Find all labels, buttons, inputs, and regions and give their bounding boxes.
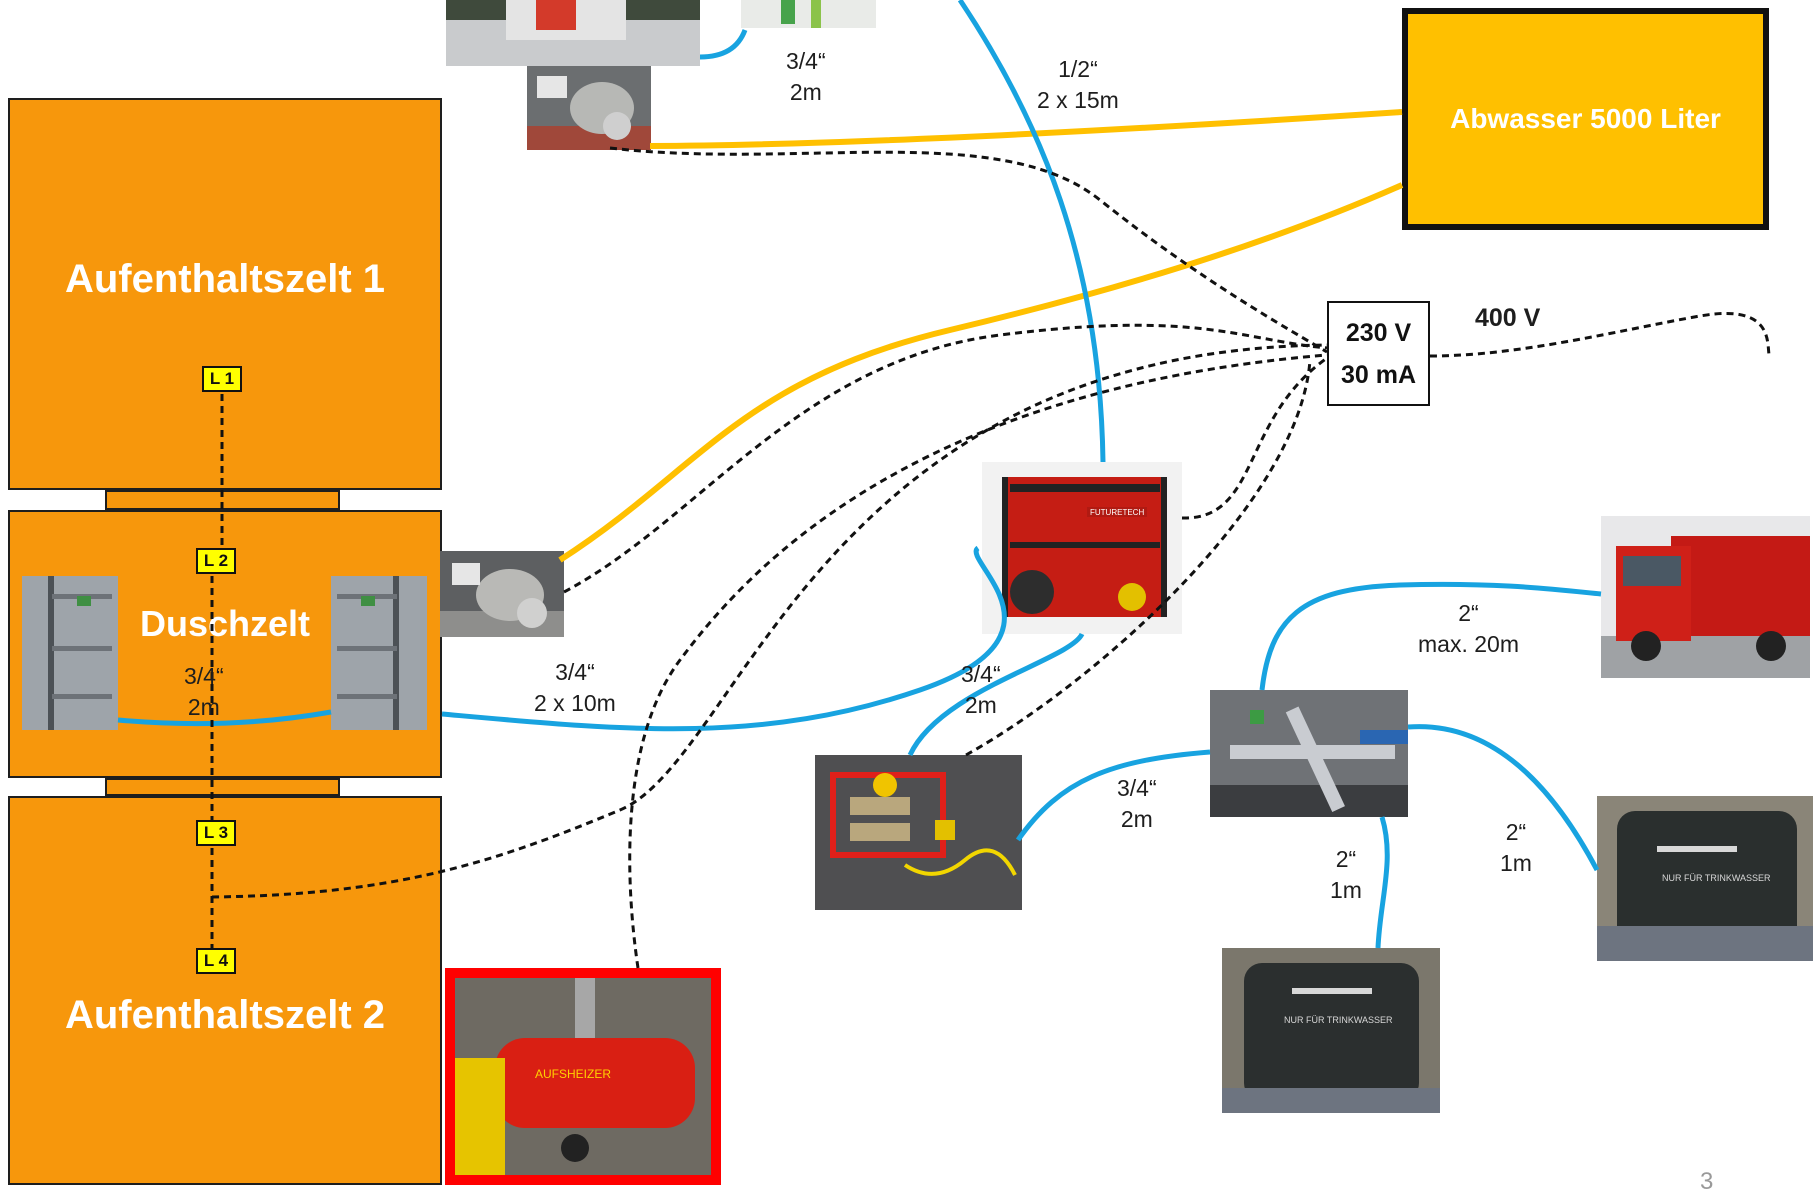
generator-photo: FUTURETECH [982, 462, 1182, 634]
shower-tent-title: Duschzelt [139, 603, 311, 644]
pump-photo-shower [440, 551, 564, 637]
fire-truck-photo [1601, 516, 1810, 678]
water-tank-photo-right: NUR FÜR TRINKWASSER [1597, 796, 1813, 961]
cable-400v [1429, 312, 1772, 359]
pump-unit-photo [815, 755, 1022, 910]
lamp-l2: L 2 [196, 548, 236, 574]
main-power-label: 400 V [1475, 304, 1541, 332]
shower-panel-right [331, 576, 427, 730]
rcd-distribution-box: 230 V 30 mA [1327, 301, 1430, 406]
hose-label-supply-top: 1/2“ 2 x 15m [1037, 56, 1119, 113]
generator-brand: FUTURETECH [1090, 508, 1144, 517]
lamp-l3: L 3 [196, 820, 236, 846]
hose-supply-top [957, 0, 1106, 463]
page-number: 3 [1700, 1168, 1714, 1195]
shower-tray-photo [446, 0, 700, 66]
tent-2-title: Aufenthaltszelt 2 [64, 993, 386, 1037]
shower-panel-left [22, 576, 118, 730]
cable-heater [628, 353, 1328, 969]
hose-generator-pump [907, 632, 1085, 757]
water-tank-photo-bottom: NUR FÜR TRINKWASSER [1222, 948, 1440, 1113]
cable-generator [1181, 356, 1328, 520]
hose-faucet [699, 29, 748, 60]
manifold-photo [1210, 690, 1408, 817]
hose-label-shower-supply: 3/4“ 2 x 10m [534, 659, 616, 716]
hose-shower-supply [441, 545, 1007, 732]
hose-tank-bottom [1375, 816, 1390, 949]
heater-brand: AUFSHEIZER [535, 1067, 611, 1081]
rcd-voltage: 230 V [1345, 318, 1412, 347]
pump-photo-top [527, 66, 651, 150]
cable-pump-top [609, 146, 1328, 354]
lamp-l1: L 1 [202, 366, 242, 392]
tank-right-text: NUR FÜR TRINKWASSER [1662, 873, 1771, 883]
wastewater-label: Abwasser 5000 Liter [1450, 103, 1721, 134]
hose-label-top-short: 3/4“ 2m [786, 48, 826, 105]
hose-truck [1259, 581, 1602, 691]
heater-photo: AUFSHEIZER [445, 968, 721, 1185]
wastewater-line-shower [558, 182, 1404, 563]
wastewater-tank: Abwasser 5000 Liter [1402, 8, 1769, 230]
tent-connector-bottom [105, 778, 340, 796]
lamp-l4: L 4 [196, 948, 236, 974]
hose-label-truck: 2“ max. 20m [1418, 600, 1519, 657]
hose-label-heater-pump: 3/4“ 2m [961, 661, 1001, 718]
hose-label-pump-manifold: 3/4“ 2m [1117, 775, 1157, 832]
hose-label-tank-right: 2“ 1m [1500, 819, 1532, 876]
hose-label-tank-bottom: 2“ 1m [1330, 846, 1362, 903]
tent-1-title: Aufenthaltszelt 1 [64, 256, 386, 301]
hose-label-shower-inner: 3/4“ 2m [184, 663, 224, 720]
hose-tank-right [1407, 724, 1600, 872]
wastewater-line-top [649, 109, 1403, 149]
tent-aufenthaltszelt-1: Aufenthaltszelt 1 [8, 98, 442, 490]
tent-aufenthaltszelt-2: Aufenthaltszelt 2 [8, 796, 442, 1185]
cable-pump-unit [965, 359, 1312, 757]
hose-shower-inner [117, 709, 332, 727]
faucet-photo [741, 0, 876, 28]
cable-shower-pump [563, 323, 1328, 594]
tank-bottom-text: NUR FÜR TRINKWASSER [1284, 1015, 1393, 1025]
rcd-current: 30 mA [1340, 360, 1417, 389]
hose-pump-manifold [1015, 749, 1211, 842]
cable-tent2 [211, 343, 1328, 899]
